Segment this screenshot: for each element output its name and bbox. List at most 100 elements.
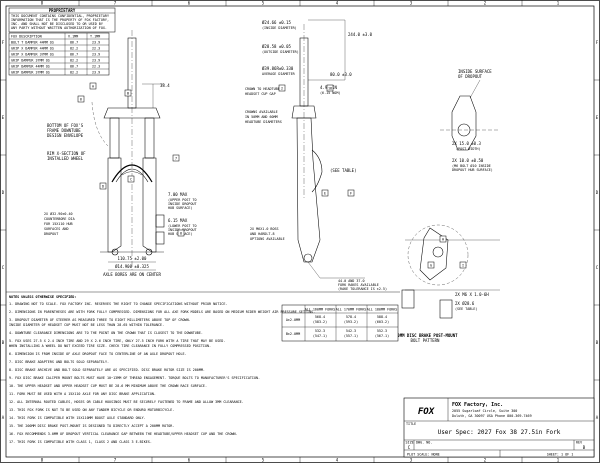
note-item: 8. DISC BRAKE ARCHIVE AND BOLT SOLD SEPA…	[9, 368, 205, 372]
crown-options-note: CROWNS AVAILABLE	[245, 110, 278, 114]
disc-brake-title: 200MM DISC BRAKE POST-MOUNT	[392, 333, 458, 338]
notes-title: NOTES UNLESS OTHERWISE SPECIFIED:	[9, 295, 76, 299]
dim-80: 80.0 ±3.0	[330, 72, 352, 77]
travel-table-cell: 552.3	[377, 329, 387, 333]
callout-2: 2	[281, 86, 283, 90]
counterbore-note: DROPOUT	[44, 232, 58, 236]
brake-mount-detail	[401, 224, 500, 319]
zone-top-4: 4	[336, 1, 339, 6]
note-item: INSIDE DIAMETER OF HEADSET CUP MUST NOT …	[9, 323, 164, 327]
dim-38-4: 38.4	[160, 83, 170, 88]
table-cell: 86.7	[70, 65, 78, 69]
table-cell: BOLT T DAMPER 44MM OS	[11, 41, 54, 45]
note-item: 13. THIS FOX FORK IS NOT TO BE USED ON A…	[9, 408, 174, 412]
callout-8: 8	[180, 231, 182, 235]
rev-value: B	[583, 445, 586, 450]
note-item: 17. THIS FORK IS COMPATIBLE WITH CLASS 1…	[9, 440, 152, 444]
company-name: FOX Factory, Inc.	[452, 402, 503, 408]
table-cell: 86.7	[70, 53, 78, 57]
zone-right-E: E	[596, 115, 599, 120]
travel-table-cell: 578.4	[346, 315, 356, 319]
zone-right-C: C	[596, 265, 599, 270]
table-cell: GRIP X DAMPER 37MM OS	[11, 53, 54, 57]
note-item: 1. DRAWING NOT TO SCALE. FOX FACTORY INC…	[9, 302, 227, 306]
note-item: 14. THIS FORK IS COMPATIBLE WITH 15X110M…	[9, 416, 146, 420]
dim-7-max-note: (UPPER POST TO	[168, 198, 197, 202]
dim-6-15-max: 6.15 MAX	[168, 218, 188, 223]
travel-table-header: ALL 160MM FORKS	[305, 308, 336, 312]
crown-options-note: IN 50MM AND 60MM	[245, 115, 278, 119]
proprietary-line: INC. AND SHALL NOT BE DISCLOSED TO OR US…	[11, 22, 103, 26]
proprietary-title: PROPRIETARY	[49, 8, 76, 13]
travel-table-cell: (603.2)	[375, 320, 389, 324]
zone-bottom-3: 3	[410, 458, 413, 463]
bolt-note: DROPOUT HUB SURFACE)	[452, 168, 493, 172]
zone-left-E: E	[2, 115, 5, 120]
zone-right-B: B	[596, 340, 599, 345]
dim-7-max-note: HUB SURFACE)	[168, 206, 193, 210]
counterbore-note: SURFACES AND	[44, 227, 69, 231]
boss-options-note: OPTIONS AVAILABLE	[250, 237, 285, 241]
zone-bottom-1: 1	[557, 458, 560, 463]
zone-top-3: 3	[410, 1, 413, 6]
plot-scale: PLOT SCALE: NONE	[407, 452, 440, 456]
note-item: 2. DIMENSIONS IN PARENTHESES ARE WITH FO…	[9, 310, 315, 314]
bolt-note: (M6 BOLT Ø10 INSIDE	[452, 163, 491, 168]
see-table-1: (SEE TABLE)	[330, 168, 357, 173]
note-item: 6. DIMENSION IS FROM INSIDE OF AXLE DROP…	[9, 352, 187, 356]
proprietary-line: THIS DOCUMENT CONTAINS CONFIDENTIAL, PRO…	[11, 14, 109, 18]
dwg-label: DWG. NO.	[416, 441, 432, 445]
zone-bottom-2: 2	[484, 458, 487, 463]
zone-right-A: A	[596, 415, 599, 420]
table-cell: GRIP DAMPER 44MM OS	[11, 65, 50, 69]
note-item: 7. DISC BRAKE ADAPTERS AND BOLTS SOLD SE…	[9, 360, 109, 364]
table-header: T.1MM	[90, 35, 100, 39]
zone-left-F: F	[2, 40, 5, 45]
note-item: 3. DROPOUT DIAMETER OF STEERER AS MEASUR…	[9, 318, 191, 322]
table-cell: 82.2	[70, 59, 78, 63]
zone-top-1: 1	[557, 1, 560, 6]
company-address: 2055 Sugarloaf Circle, Suite 300	[452, 409, 517, 413]
travel-table-cell: 588.4	[377, 315, 387, 319]
dim-7-max: 7.00 MAX	[168, 192, 188, 197]
drawing-title: User Spec: 2027 Fox 38 27.5in Fork	[438, 429, 561, 436]
counterbore-note: FOR 15X110 HUB	[44, 222, 73, 226]
travel-table-cell: (547.1)	[313, 334, 327, 338]
dim-14-9: Ø14.900 ±0.325	[115, 264, 149, 269]
note-item: 5. FOX USES 27.5 X 2.4 INCH TIRE AND 29 …	[9, 339, 225, 343]
note-item: 11. FORK MUST BE USED WITH A 15X110 AXLE…	[9, 392, 156, 396]
note-item: 12. ALL INTERNAL ROUTED CABLES, HOSES OR…	[9, 400, 244, 404]
zone-left-A: A	[2, 415, 5, 420]
callout-f: F	[350, 191, 352, 195]
table-cell: 23.9	[92, 59, 100, 63]
zone-left-D: D	[2, 190, 5, 195]
travel-table-cell: 532.3	[315, 329, 325, 333]
table-cell: GRIP DAMPER 37MM OS	[11, 59, 50, 63]
dim-244: 244.0 ±3.0	[348, 32, 373, 37]
boss-options-note: 2X M6X1.0 BOSS	[250, 227, 279, 231]
table-cell: 82.2	[70, 71, 78, 75]
proprietary-notice: PROPRIETARY THIS DOCUMENT CONTAINS CONFI…	[8, 7, 116, 33]
dim-dia-bot: Ø39.86R±0.330	[262, 66, 294, 71]
rev-label: REV	[576, 441, 582, 445]
downtube-note-2: FRAME DOWNTUBE	[47, 128, 81, 133]
front-view	[91, 30, 165, 271]
proprietary-line: INFORMATION THAT IS THE PROPERTY OF FOX …	[11, 18, 109, 22]
downtube-note-3: DESIGN ENVELOPE	[47, 133, 84, 138]
callout-d: D	[102, 184, 104, 188]
callout-h: H	[442, 237, 444, 241]
zone-right-F: F	[596, 40, 599, 45]
table-cell: 22.3	[92, 47, 100, 51]
rake-note: FORK RAKES AVAILABLE	[338, 283, 379, 287]
dropout-detail	[440, 79, 500, 151]
crown-options-note: HEADTUBE DIAMETERS	[245, 120, 282, 124]
dropout-inside-note: OF DROPOUT	[458, 74, 483, 79]
table-cell: 82.2	[70, 47, 78, 51]
sheet-count: SHEET: 1 OF 1	[547, 452, 574, 456]
zone-bottom-8: 8	[41, 458, 44, 463]
travel-table-cell: 568.4	[315, 315, 325, 319]
dropout-inside-note: INSIDE SURFACE	[458, 69, 492, 74]
callout-6: 6	[80, 97, 82, 101]
table-cell: GRIP DAMPER 37MM OS	[11, 71, 50, 75]
